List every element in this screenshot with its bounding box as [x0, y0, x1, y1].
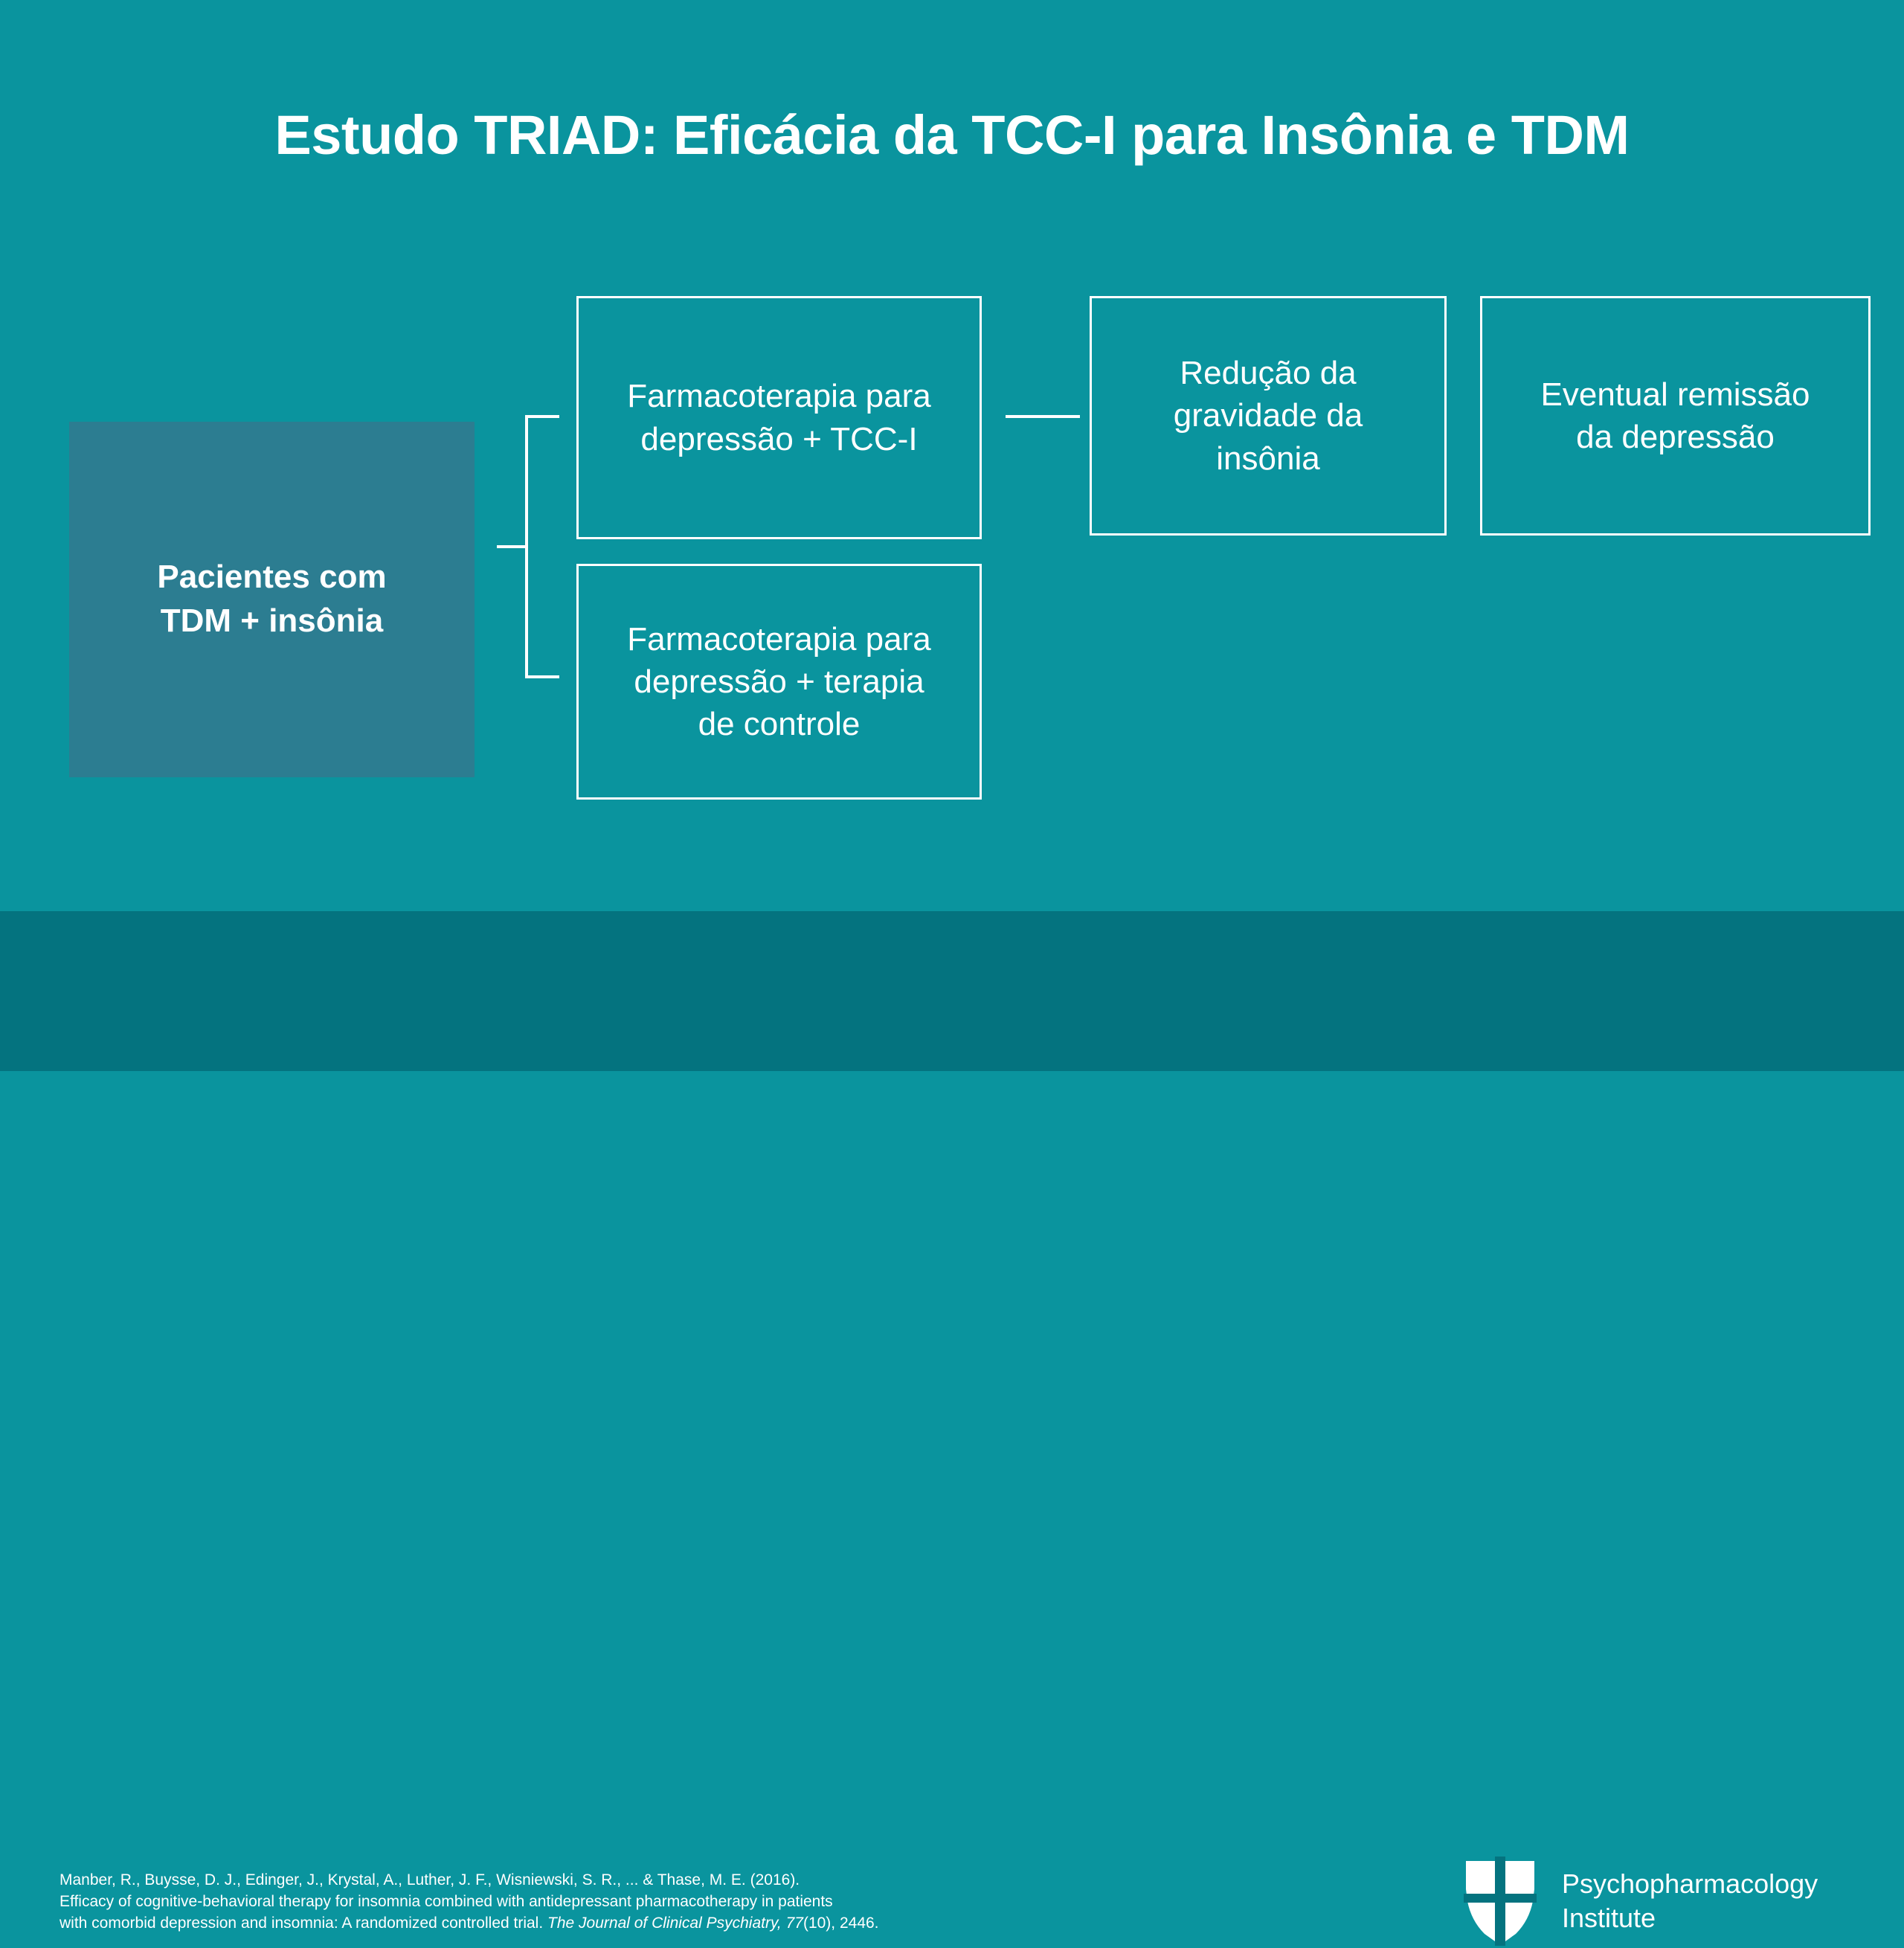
- diagram-node-depression-remission-label: Eventual remissão da depressão: [1540, 376, 1810, 455]
- citation-line-3: with comorbid depression and insomnia: A…: [60, 1913, 1056, 1935]
- diagram-node-cbti-arm: Farmacoterapia para depressão + TCC-I: [576, 296, 982, 539]
- slide-canvas: Estudo TRIAD: Eficácia da TCC-I para Ins…: [0, 103, 1904, 1946]
- brand-wordmark-line-2: Institute: [1562, 1903, 1656, 1933]
- citation-issue-pages: (10), 2446.: [803, 1914, 879, 1932]
- footer-band: Manber, R., Buysse, D. J., Edinger, J., …: [0, 911, 1904, 1946]
- connector-bracket-arm-bottom: [525, 675, 559, 678]
- diagram-node-insomnia-severity: Redução da gravidade da insônia: [1090, 296, 1447, 536]
- citation-line-1: Manber, R., Buysse, D. J., Edinger, J., …: [60, 1871, 800, 1888]
- diagram-node-insomnia-severity-label: Redução da gravidade da insônia: [1173, 355, 1363, 477]
- diagram-node-patients-label: Pacientes com TDM + insônia: [157, 559, 387, 639]
- brand-logo: Psychopharmacology Institute: [1464, 1854, 1858, 1948]
- diagram-node-depression-remission: Eventual remissão da depressão: [1480, 296, 1871, 536]
- connector-cbti-to-severity: [1006, 415, 1080, 418]
- citation-line-2: Efficacy of cognitive-behavioral therapy…: [60, 1892, 833, 1910]
- citation-journal-name: The Journal of Clinical Psychiatry, 77: [547, 1914, 803, 1932]
- citation-reference: Manber, R., Buysse, D. J., Edinger, J., …: [60, 1870, 1056, 1935]
- diagram-node-control-arm: Farmacoterapia para depressão + terapia …: [576, 564, 982, 800]
- shield-icon: [1464, 1857, 1537, 1946]
- diagram-node-cbti-arm-label: Farmacoterapia para depressão + TCC-I: [627, 378, 931, 457]
- diagram-node-patients: Pacientes com TDM + insônia: [69, 422, 475, 777]
- brand-wordmark: Psychopharmacology Institute: [1562, 1867, 1818, 1935]
- brand-wordmark-line-1: Psychopharmacology: [1562, 1868, 1818, 1899]
- connector-bracket-spine: [525, 415, 528, 678]
- citation-article-title: with comorbid depression and insomnia: A…: [60, 1914, 548, 1932]
- connector-bracket-arm-top: [525, 415, 559, 418]
- connector-patients-stem: [497, 545, 528, 548]
- page-title: Estudo TRIAD: Eficácia da TCC-I para Ins…: [274, 103, 1630, 166]
- diagram-node-control-arm-label: Farmacoterapia para depressão + terapia …: [627, 620, 931, 743]
